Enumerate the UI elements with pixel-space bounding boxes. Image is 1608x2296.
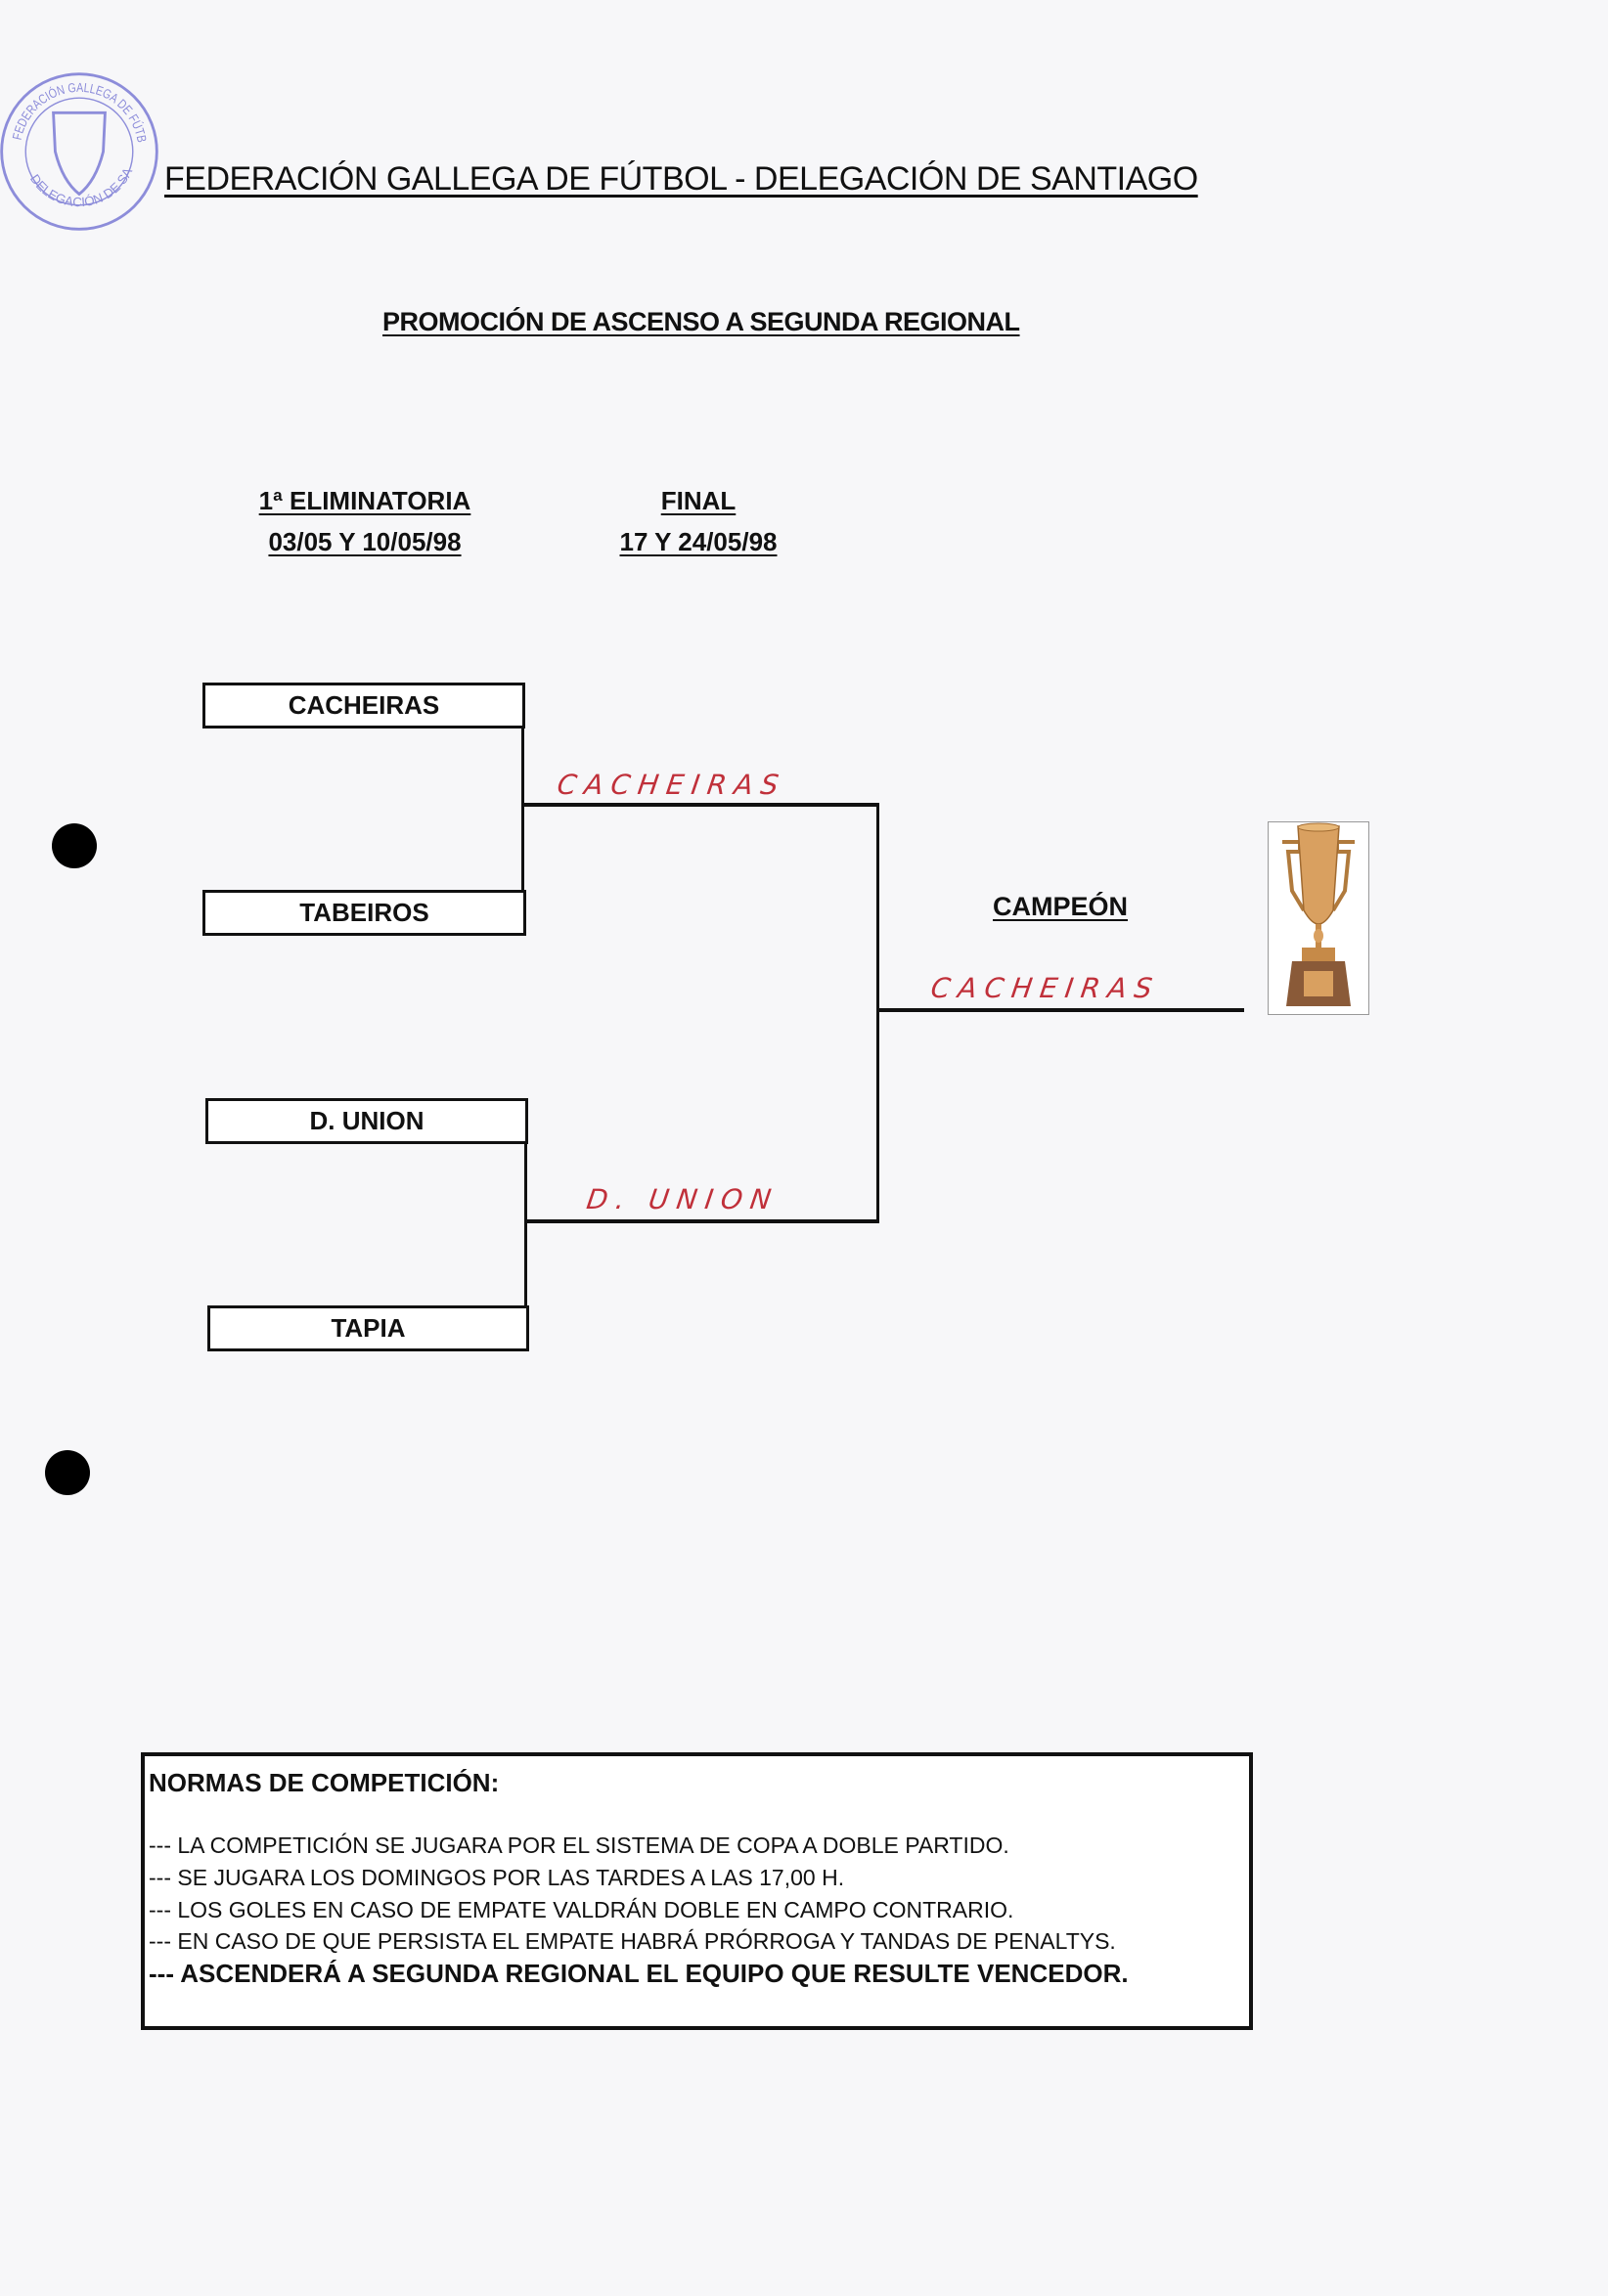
rule-item: --- EN CASO DE QUE PERSISTA EL EMPATE HA… [149, 1928, 1116, 1954]
semifinal-2-winner: D. UNION [584, 1183, 782, 1215]
round-final-dates: 17 Y 24/05/98 [619, 527, 778, 556]
rule-item: --- ASCENDERÁ A SEGUNDA REGIONAL EL EQUI… [149, 1959, 1129, 1988]
team-box: CACHEIRAS [202, 683, 525, 729]
team-box: D. UNION [205, 1098, 528, 1144]
bracket-line [876, 803, 879, 1223]
stamp-text-top: FEDERACIÓN GALLEGA DE FÚTBOL [0, 68, 150, 144]
rule-item: --- LOS GOLES EN CASO DE EMPATE VALDRÁN … [149, 1897, 1014, 1922]
punch-hole [45, 1450, 90, 1495]
rule-item: --- LA COMPETICIÓN SE JUGARA POR EL SIST… [149, 1832, 1009, 1858]
bracket-line [521, 803, 879, 807]
round-1-dates: 03/05 Y 10/05/98 [268, 527, 462, 556]
rules-heading: NORMAS DE COMPETICIÓN: [149, 1768, 500, 1797]
trophy-icon [1268, 821, 1369, 1015]
bracket-line [521, 728, 524, 890]
bracket-line [524, 1143, 527, 1305]
rules-box: NORMAS DE COMPETICIÓN: --- LA COMPETICIÓ… [141, 1752, 1253, 2030]
bracket-line [524, 1219, 879, 1223]
federation-stamp: FEDERACIÓN GALLEGA DE FÚTBOL DELEGACIÓN … [0, 68, 158, 231]
team-box: TAPIA [207, 1305, 529, 1351]
page-subtitle: PROMOCIÓN DE ASCENSO A SEGUNDA REGIONAL [382, 307, 1020, 336]
rule-item: --- SE JUGARA LOS DOMINGOS POR LAS TARDE… [149, 1865, 845, 1890]
final-winner: CACHEIRAS [928, 972, 1162, 1004]
page-title: FEDERACIÓN GALLEGA DE FÚTBOL - DELEGACIÓ… [164, 160, 1198, 198]
round-final-name: FINAL [660, 486, 737, 515]
semifinal-1-winner: CACHEIRAS [555, 769, 788, 801]
bracket-line [876, 1008, 1244, 1012]
punch-hole [52, 823, 97, 868]
champion-label: CAMPEÓN [992, 892, 1129, 921]
round-1-name: 1ª ELIMINATORIA [258, 486, 471, 515]
team-box: TABEIROS [202, 890, 526, 936]
